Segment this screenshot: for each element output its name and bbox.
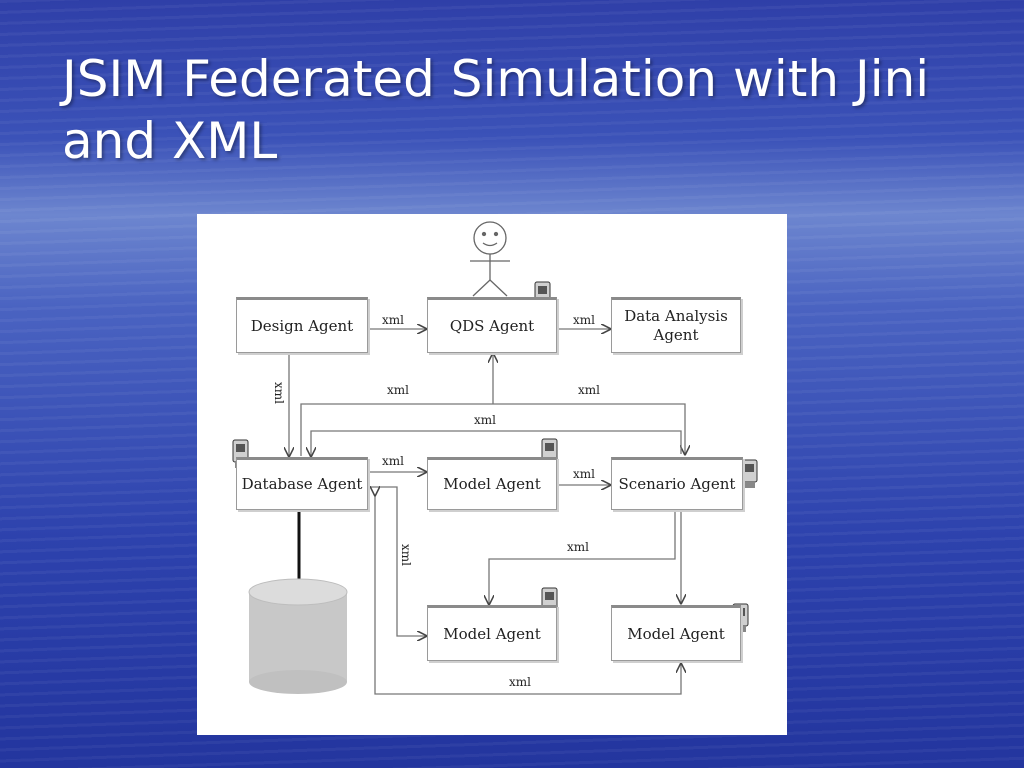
edge-bottom-loop — [375, 495, 681, 695]
edge-upper-bus — [300, 403, 685, 456]
qds-agent-box: QDS Agent — [427, 297, 557, 353]
edge-label: xml — [573, 313, 595, 327]
computer-icon — [741, 459, 758, 488]
edge-database-model-left — [367, 487, 426, 636]
user-stick-figure-icon — [470, 221, 510, 297]
edge-scenario-model-left — [489, 509, 676, 604]
design-agent-box: Design Agent — [236, 297, 368, 353]
edge-label: xml — [573, 467, 595, 481]
edge-label: xml — [382, 454, 404, 468]
edge-label: xml — [567, 540, 589, 554]
data-analysis-agent-box: Data Analysis Agent — [611, 297, 741, 353]
model-agent-box-left: Model Agent — [427, 605, 557, 661]
database-cylinder-icon — [248, 578, 348, 694]
edge-lower-bus — [311, 430, 682, 456]
slide-title: JSIM Federated Simulation with Jini and … — [62, 50, 930, 170]
edge-label: xml — [509, 675, 531, 689]
edge-label: xml — [387, 383, 409, 397]
edge-label: xml — [382, 313, 404, 327]
database-agent-box: Database Agent — [236, 457, 368, 510]
model-agent-box-right: Model Agent — [611, 605, 741, 661]
edge-label: xml — [578, 383, 600, 397]
edge-label: xml — [474, 413, 496, 427]
scenario-agent-box: Scenario Agent — [611, 457, 743, 510]
architecture-diagram: xml xml xml xml xml xml xml xml xml xml … — [197, 214, 787, 735]
model-agent-box: Model Agent — [427, 457, 557, 510]
edge-label: xml — [399, 544, 413, 566]
edge-label: xml — [272, 382, 286, 404]
